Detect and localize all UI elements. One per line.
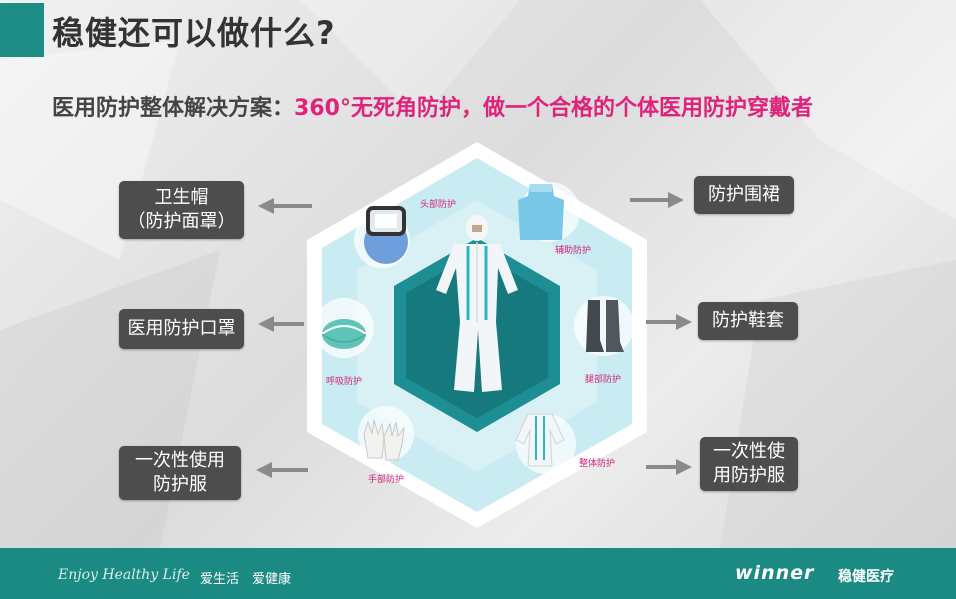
footer-tag-life: 爱生活	[200, 572, 240, 587]
arrow-to-gown	[256, 462, 308, 478]
label-body-protection: 整体防护	[579, 459, 616, 469]
coverall-image	[515, 413, 565, 467]
label-head-protection: 头部防护	[420, 200, 457, 210]
subtitle-highlight: 360°无死角防护，做一个合格的个体医用防护穿戴者	[294, 96, 813, 121]
shoe-covers-image	[586, 300, 624, 352]
subtitle-lead: 医用防护整体解决方案：	[52, 96, 295, 121]
arrow-to-shoe-cover	[646, 314, 692, 330]
face-shield-image	[364, 206, 408, 264]
arrow-to-mask	[258, 316, 304, 332]
callout-apron: 防护围裙	[694, 176, 794, 214]
title-accent-bar	[0, 3, 44, 57]
callout-cap: 卫生帽 （防护面罩）	[119, 181, 244, 239]
callout-shoe-cover: 防护鞋套	[698, 302, 798, 340]
apron-image	[518, 184, 564, 240]
callout-gown: 一次性使用 防护服	[119, 446, 241, 500]
label-aux-protection: 辅助防护	[555, 246, 592, 256]
slide-subtitle: 医用防护整体解决方案：360°无死角防护，做一个合格的个体医用防护穿戴者	[52, 90, 813, 122]
brand-logo: winner	[735, 562, 815, 584]
callout-mask: 医用防护口罩	[119, 309, 244, 349]
gloves-image	[363, 419, 405, 461]
arrow-to-apron	[630, 192, 684, 208]
slide-title: 稳健还可以做什么?	[52, 14, 336, 52]
mask-image	[321, 319, 367, 349]
brand-name-cn: 稳健医疗	[838, 569, 894, 585]
protective-suit-figure	[436, 215, 518, 392]
label-hand-protection: 手部防护	[368, 475, 405, 485]
label-breath-protection: 呼吸防护	[326, 377, 363, 387]
arrow-to-coverall	[646, 459, 692, 475]
footer-slogan: Enjoy Healthy Life	[58, 567, 190, 583]
callout-coverall: 一次性使 用防护服	[700, 437, 798, 491]
label-leg-protection: 腿部防护	[585, 375, 622, 385]
footer-tag-health: 爱健康	[252, 572, 292, 587]
footer-bar	[0, 548, 956, 599]
arrow-to-cap	[258, 198, 312, 214]
